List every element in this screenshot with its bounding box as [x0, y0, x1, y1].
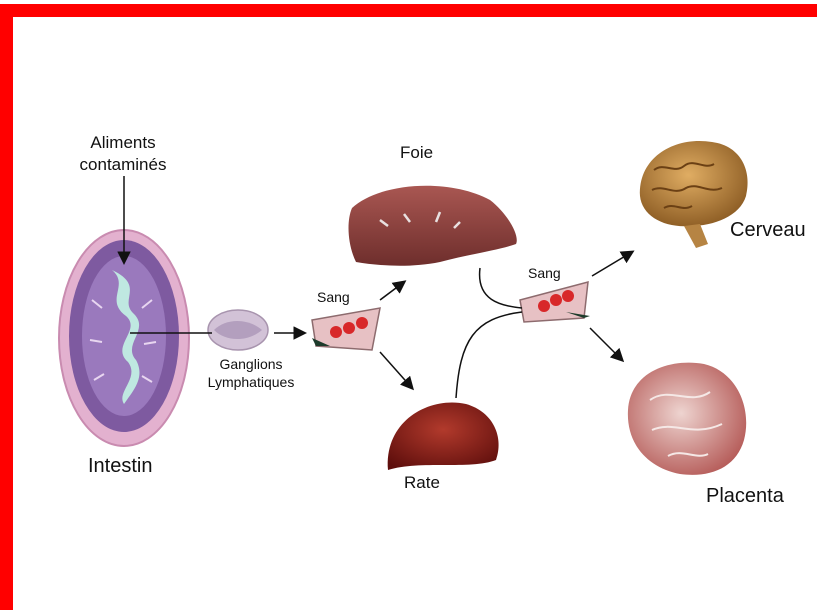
arrow-blood-to-spleen — [380, 352, 412, 388]
intestine-image — [59, 230, 189, 446]
curve-liver-to-blood2 — [480, 268, 522, 308]
arrow-blood2-to-placenta — [590, 328, 622, 360]
blood-vessel-2-image — [520, 282, 590, 322]
label-rate: Rate — [404, 473, 440, 493]
label-sang-1: Sang — [317, 289, 350, 305]
arrow-blood2-to-brain — [592, 252, 632, 276]
lymph-node-image — [208, 310, 268, 350]
blood-vessel-1-image — [312, 308, 380, 350]
label-sang-2: Sang — [528, 265, 561, 281]
label-placenta: Placenta — [706, 485, 784, 508]
label-foie: Foie — [400, 143, 433, 163]
curve-spleen-to-blood2 — [456, 312, 522, 398]
liver-image — [349, 186, 517, 266]
arrow-blood-to-liver — [380, 282, 404, 300]
label-cerveau: Cerveau — [730, 219, 806, 242]
label-aliments: Aliments contaminés — [64, 132, 182, 176]
label-intestin: Intestin — [88, 455, 152, 478]
placenta-image — [628, 363, 746, 475]
spleen-image — [388, 402, 499, 470]
label-ganglions: Ganglions Lymphatiques — [192, 355, 310, 391]
